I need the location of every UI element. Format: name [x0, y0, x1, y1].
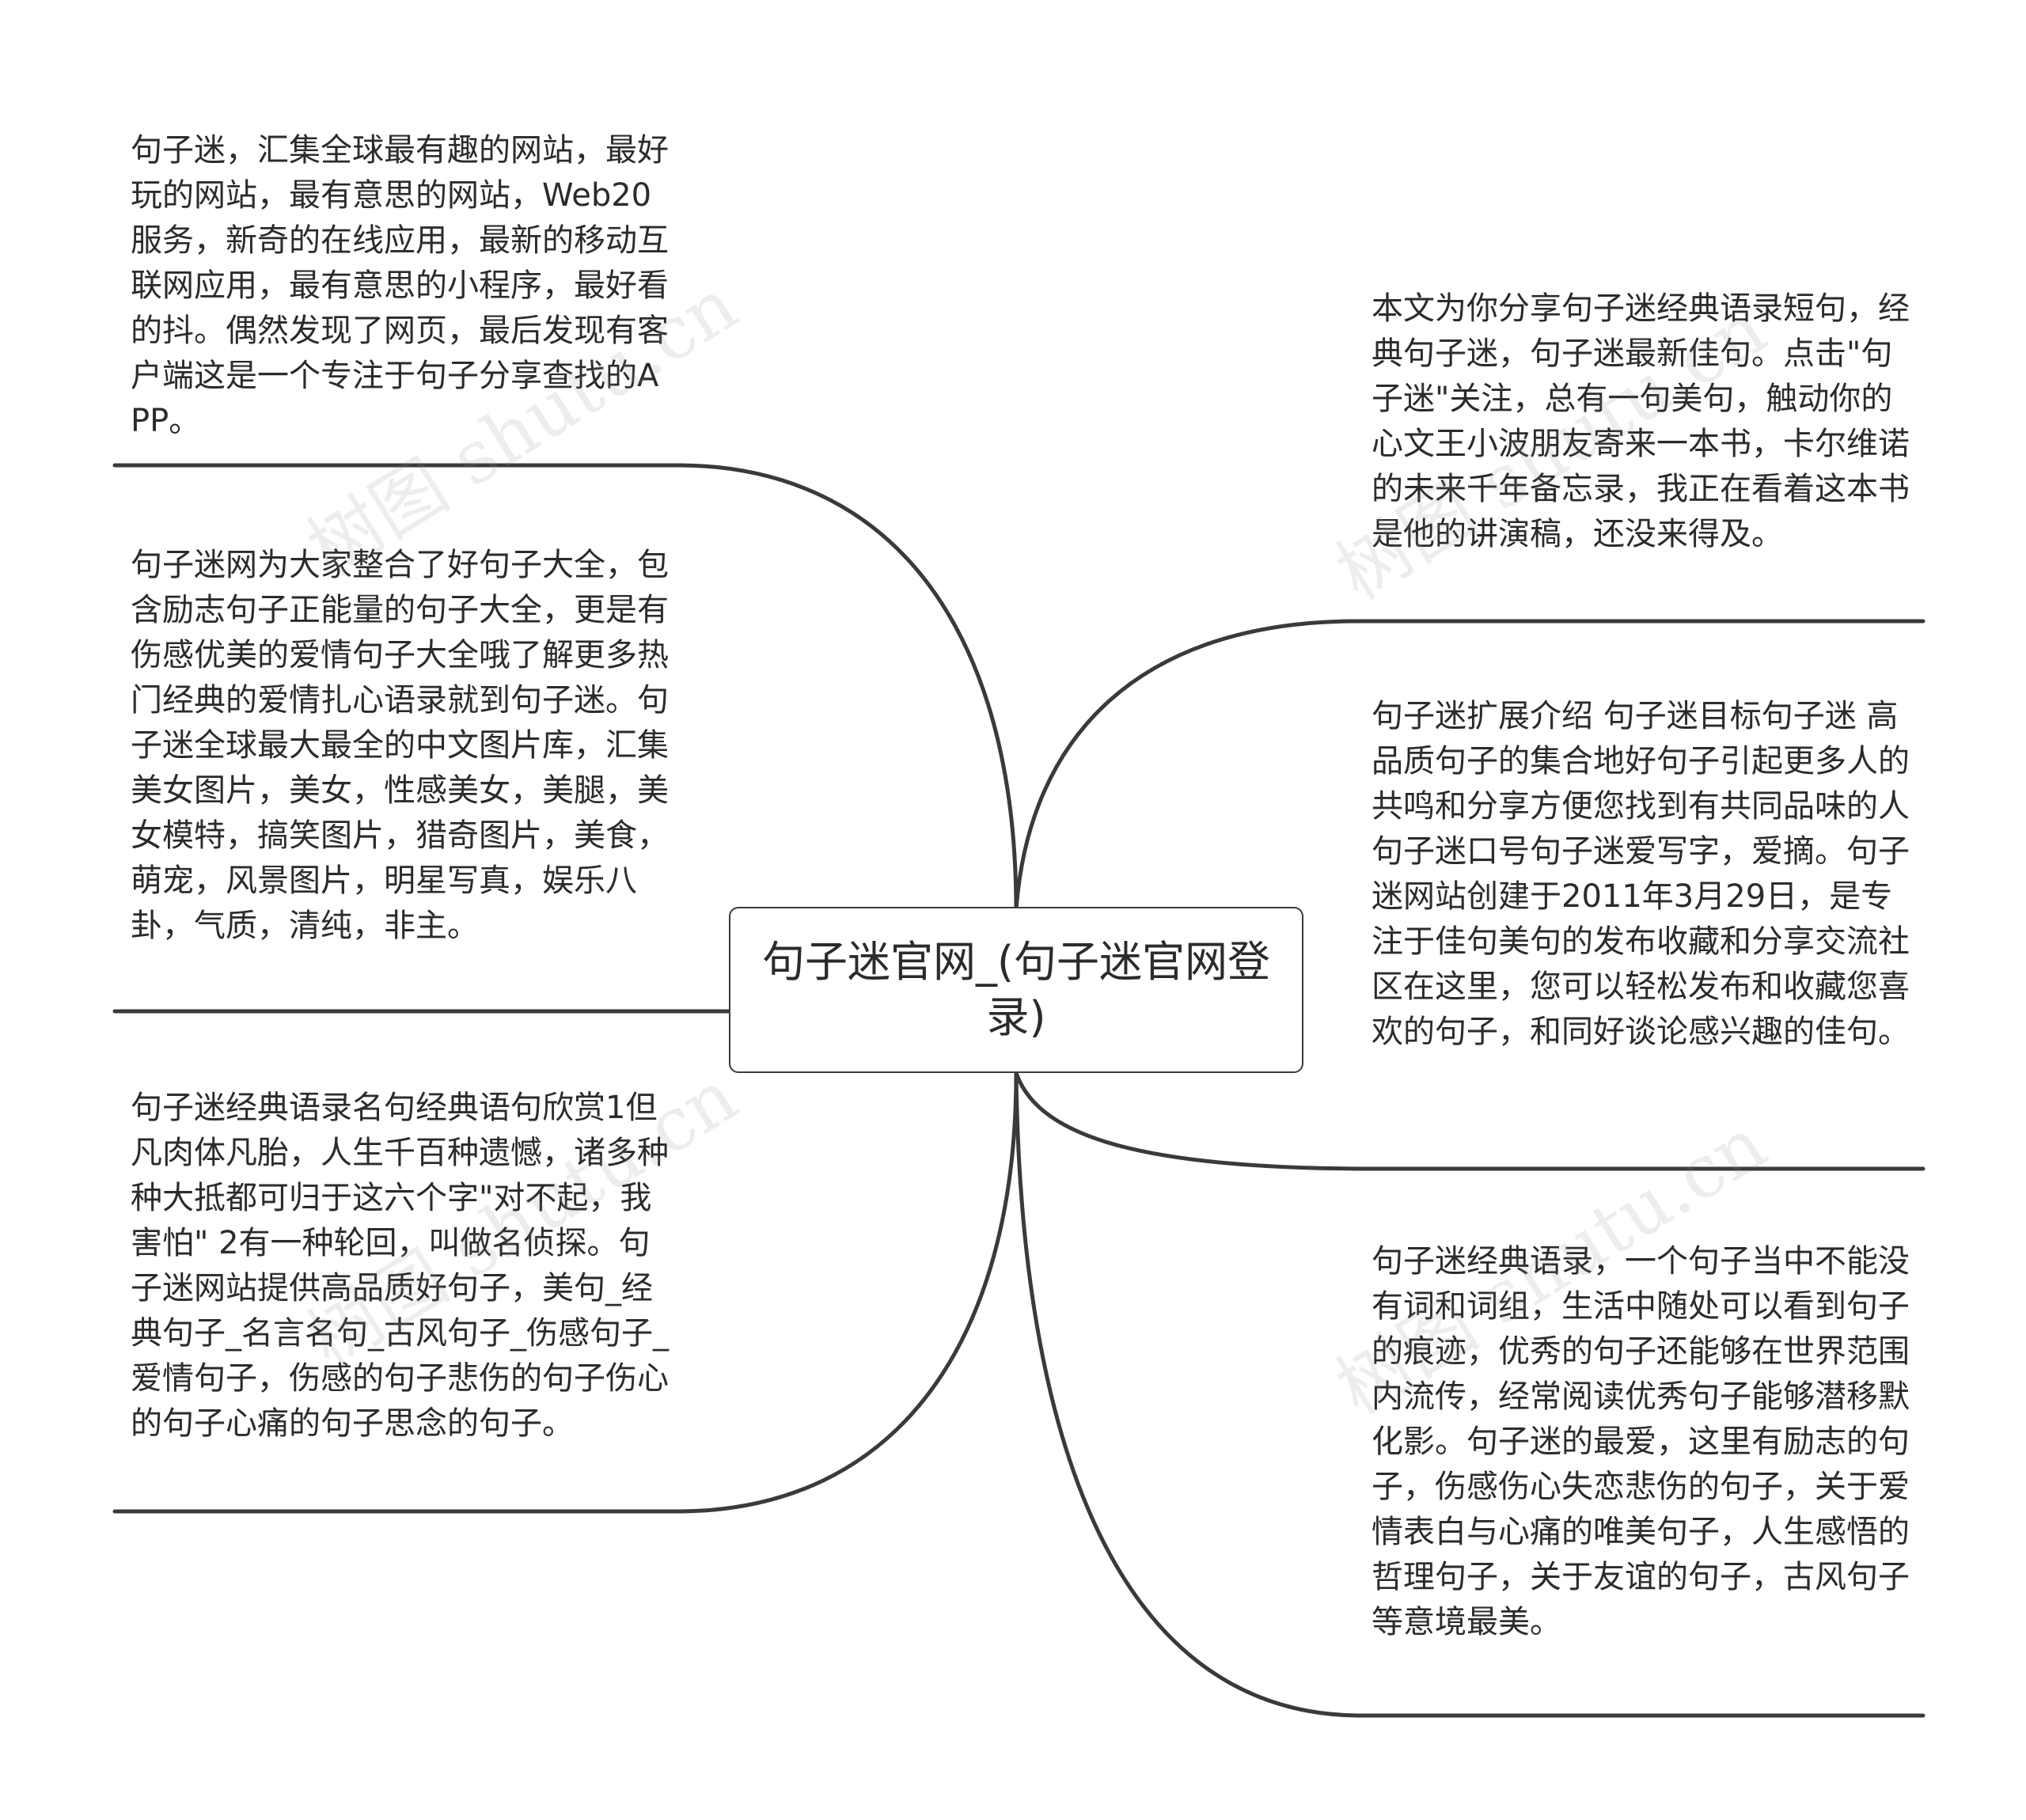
branch-right-1	[1014, 619, 1360, 912]
topic-left-2[interactable]: 句子迷网为大家整合了好句子大全，包含励志句子正能量的句子大全，更是有伤感优美的爱…	[131, 547, 669, 944]
root-topic[interactable]: 句子迷官网_(句子迷官网登录)	[729, 907, 1303, 1073]
branch-right-2	[1014, 1071, 1360, 1171]
root-topic-label: 句子迷官网_(句子迷官网登录)	[761, 937, 1271, 1042]
branch-left-1	[678, 463, 1019, 912]
branch-right-3	[1014, 1071, 1360, 1718]
topic-left-3[interactable]: 句子迷经典语录名句经典语句欣赏1但凡肉体凡胎，人生千百种遗憾，诸多种种大抵都可归…	[131, 1090, 669, 1442]
topic-right-2[interactable]: 句子迷扩展介绍 句子迷目标句子迷 高品质句子的集合地好句子引起更多人的共鸣和分享…	[1372, 698, 1910, 1050]
topic-right-3[interactable]: 句子迷经典语录，一个句子当中不能没有词和词组，生活中随处可以看到句子的痕迹，优秀…	[1372, 1243, 1910, 1640]
topic-right-1[interactable]: 本文为你分享句子迷经典语录短句，经典句子迷，句子迷最新佳句。点击"句子迷"关注，…	[1372, 290, 1910, 552]
branch-left-3	[678, 1071, 1019, 1514]
topic-left-1[interactable]: 句子迷，汇集全球最有趣的网站，最好玩的网站，最有意思的网站，Web20服务，新奇…	[131, 132, 669, 439]
